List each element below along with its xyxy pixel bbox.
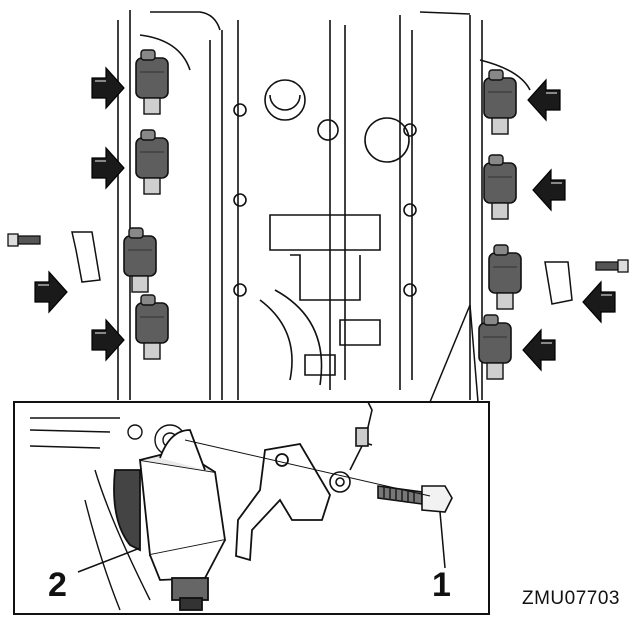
ignition-coil-left-4 [135,294,169,360]
ignition-coil-left-1 [135,49,169,115]
ignition-coil-left-3 [123,227,157,293]
ignition-coil-right-3 [488,244,522,310]
arrow-icon [527,79,561,121]
arrow-icon [91,67,125,109]
ignition-coil-right-4 [478,314,512,380]
ignition-coil-detail [113,429,227,611]
arrow-icon [532,169,566,211]
ignition-coil-left-2 [135,129,169,195]
callout-2-label: 2 [48,566,67,604]
coil-bracket-right [544,261,573,305]
arrow-icon [91,319,125,361]
detail-leader-lines [429,304,479,403]
bolt-left-icon [7,233,41,247]
arrow-icon [582,281,616,323]
ignition-coil-right-1 [483,69,517,135]
bolt-right-icon [595,259,629,273]
arrow-icon [34,271,68,313]
ignition-coil-right-2 [483,154,517,220]
arrow-icon [91,147,125,189]
engine-block [117,10,531,400]
bolt-icon [377,485,453,513]
detail-inset [13,401,490,615]
coil-bracket-left [71,231,101,283]
figure-code: ZMU07703 [522,588,620,609]
callout-1-label: 1 [432,566,451,604]
ground-terminal [329,401,373,493]
arrow-icon [522,329,556,371]
